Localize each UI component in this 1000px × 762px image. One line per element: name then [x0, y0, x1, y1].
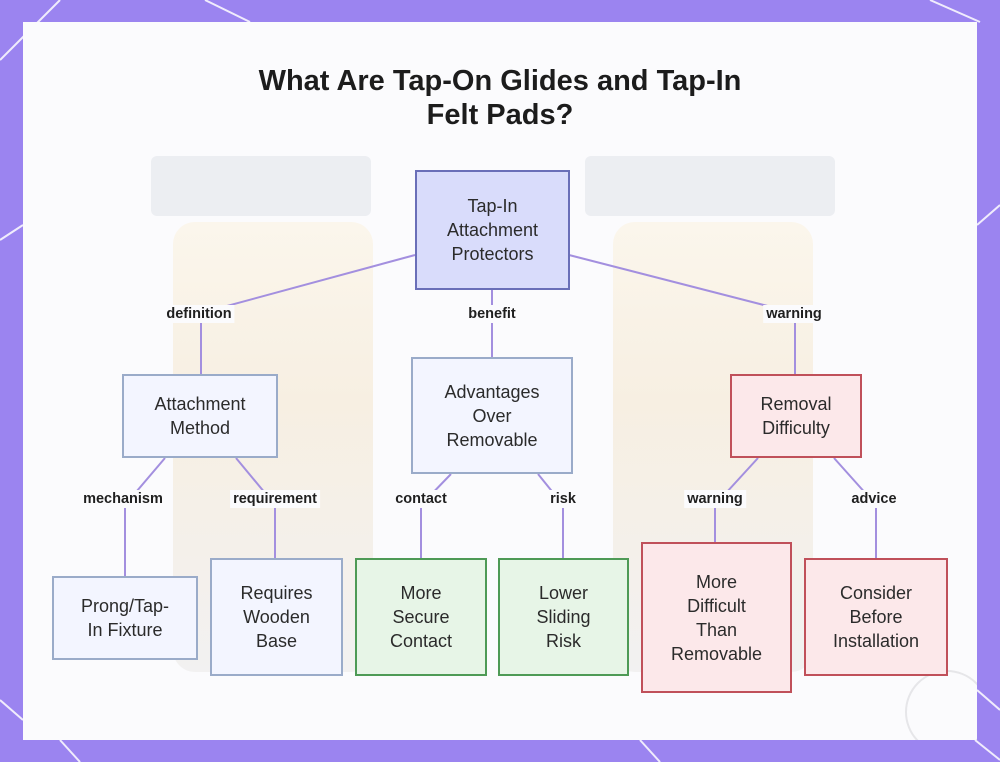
edge-label-advice: advice [848, 490, 900, 508]
edge-label-definition: definition [163, 305, 235, 323]
node-label: Consider Before Installation [832, 583, 920, 651]
edge-label-risk: risk [547, 490, 579, 508]
background-faded-badge-right [585, 156, 835, 216]
edge-removal-consider [833, 457, 877, 558]
node-attachment-method: Attachment Method [122, 374, 278, 458]
edge-advantages-secure [420, 473, 452, 558]
node-removal-difficulty: Removal Difficulty [730, 374, 862, 458]
node-advantages-over-removable: Advantages Over Removable [411, 357, 573, 474]
edge-label-warning-top: warning [763, 305, 825, 323]
diagram-title: What Are Tap-On Glides and Tap-In Felt P… [258, 65, 742, 131]
node-label: Removal Difficulty [760, 394, 832, 438]
edge-attachment-wooden [235, 457, 276, 558]
node-lower-sliding-risk: Lower Sliding Risk [498, 558, 629, 676]
edge-label-benefit: benefit [465, 305, 519, 323]
node-label: Advantages Over Removable [444, 381, 540, 450]
edge-attachment-prong [124, 457, 166, 576]
node-more-difficult-than-removable: More Difficult Than Removable [641, 542, 792, 693]
edge-advantages-lower [537, 473, 564, 558]
edge-label-mechanism: mechanism [80, 490, 166, 508]
edge-label-requirement: requirement [230, 490, 320, 508]
edge-label-contact: contact [392, 490, 450, 508]
node-consider-before-installation: Consider Before Installation [804, 558, 948, 676]
node-label: More Difficult Than Removable [670, 571, 763, 664]
node-label: Lower Sliding Risk [536, 583, 591, 651]
node-label: Prong/Tap- In Fixture [80, 596, 170, 640]
node-requires-wooden-base: Requires Wooden Base [210, 558, 343, 676]
node-tap-in-attachment-protectors: Tap-In Attachment Protectors [415, 170, 570, 290]
edge-root-removal [568, 254, 796, 374]
node-label: Requires Wooden Base [240, 583, 313, 651]
node-prong-tap-in-fixture: Prong/Tap- In Fixture [52, 576, 198, 660]
node-label: Tap-In Attachment Protectors [446, 196, 539, 264]
background-faded-badge-left [151, 156, 371, 216]
node-label: More Secure Contact [389, 583, 453, 651]
node-label: Attachment Method [154, 394, 246, 438]
edge-label-warning-bottom: warning [684, 490, 746, 508]
node-more-secure-contact: More Secure Contact [355, 558, 487, 676]
